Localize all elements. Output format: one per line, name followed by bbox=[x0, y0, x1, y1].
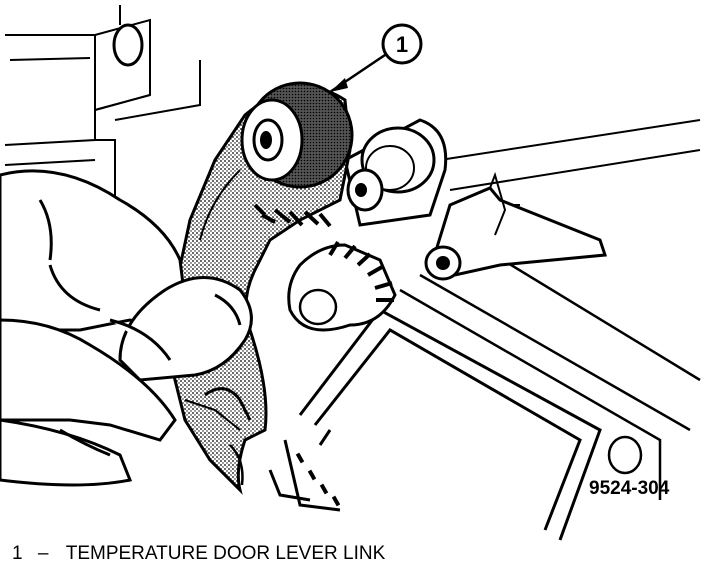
housing-hole bbox=[112, 23, 144, 67]
pivot-post bbox=[343, 118, 448, 227]
callout-circle bbox=[381, 23, 423, 65]
legend: 1 – TEMPERATURE DOOR LEVER LINK bbox=[12, 543, 385, 565]
legend-item-label: TEMPERATURE DOOR LEVER LINK bbox=[65, 543, 386, 564]
legend-item-number: 1 bbox=[12, 543, 23, 564]
vent-slots bbox=[295, 452, 341, 507]
technician-hand bbox=[0, 169, 253, 487]
callout-number: 1 bbox=[396, 32, 408, 57]
legend-item-separator: – bbox=[37, 543, 49, 564]
gear-sector bbox=[287, 240, 397, 332]
figure-code: 9524-304 bbox=[589, 478, 670, 499]
vent-frame bbox=[268, 308, 602, 541]
temperature-door-lever-link bbox=[168, 81, 354, 495]
door-arm bbox=[424, 171, 608, 281]
mounting-boss bbox=[607, 435, 643, 475]
callout-leader bbox=[329, 23, 423, 94]
